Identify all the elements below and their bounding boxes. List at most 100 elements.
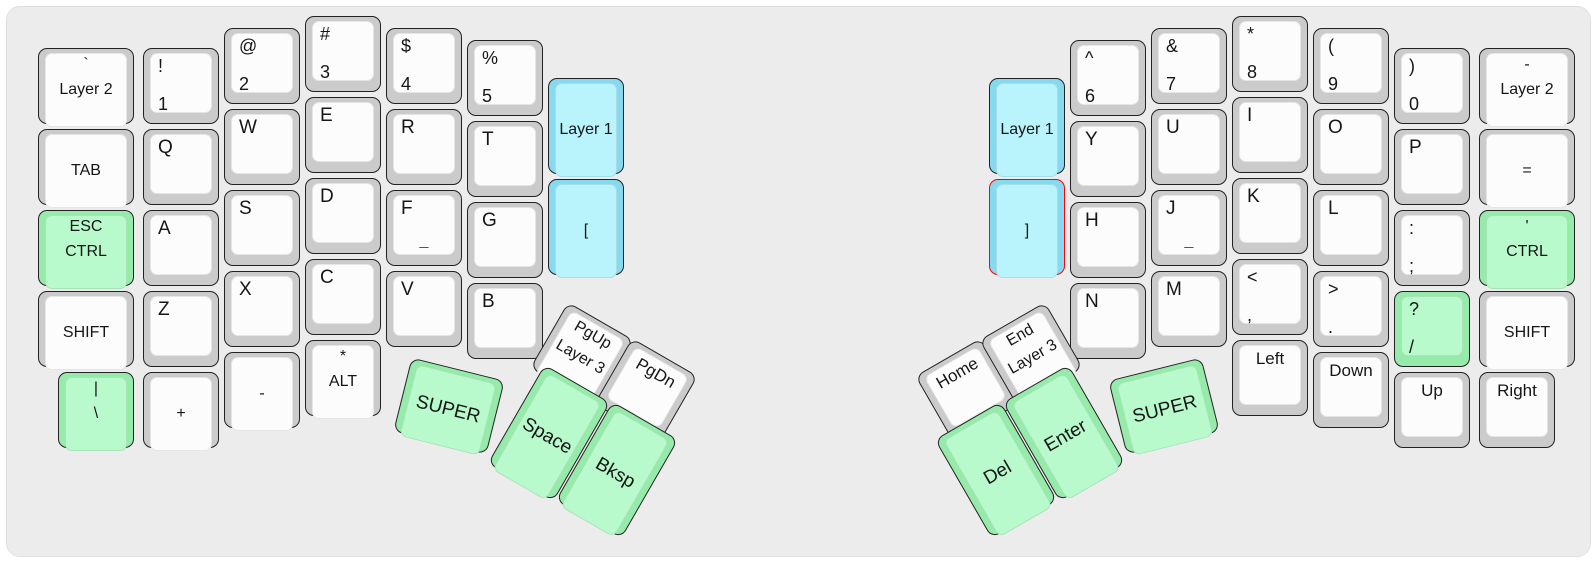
key-label: Space bbox=[518, 413, 576, 459]
key-grave-layer2[interactable]: `Layer 2 bbox=[38, 48, 134, 127]
key-n[interactable]: N bbox=[1070, 283, 1146, 359]
key-y[interactable]: Y bbox=[1070, 121, 1146, 197]
key-u[interactable]: U bbox=[1151, 109, 1227, 185]
key-tab[interactable]: TAB bbox=[38, 129, 134, 208]
key-label: TAB bbox=[71, 162, 101, 179]
key-v[interactable]: V bbox=[386, 271, 462, 347]
key-arrow-right[interactable]: Right bbox=[1479, 372, 1555, 448]
key-label: = bbox=[1522, 162, 1532, 179]
keycap-top: :; bbox=[1401, 215, 1463, 276]
key-label: 2 bbox=[239, 74, 250, 94]
key-super-left[interactable]: SUPER bbox=[393, 357, 505, 456]
key-at-2[interactable]: @2 bbox=[224, 28, 300, 104]
keycap-top: E bbox=[312, 102, 374, 162]
key-b[interactable]: B bbox=[467, 283, 543, 359]
key-label: Left bbox=[1255, 349, 1285, 368]
key-c[interactable]: C bbox=[305, 259, 381, 335]
key-label: G bbox=[482, 210, 497, 231]
key-right-bracket[interactable]: ] bbox=[989, 179, 1065, 278]
key-caret-6[interactable]: ^6 bbox=[1070, 40, 1146, 116]
keycap-top: V bbox=[393, 276, 455, 336]
key-arrow-up[interactable]: Up bbox=[1394, 372, 1470, 448]
keycap-top: #3 bbox=[312, 21, 374, 82]
key-asterisk-8[interactable]: *8 bbox=[1232, 16, 1308, 92]
key-label: Enter bbox=[1040, 415, 1091, 457]
key-g[interactable]: G bbox=[467, 202, 543, 278]
keycap-top: W bbox=[231, 114, 293, 174]
key-question-slash[interactable]: ?/ bbox=[1394, 291, 1470, 367]
key-label: SUPER bbox=[413, 391, 483, 428]
keycap-top: P bbox=[1401, 134, 1463, 194]
key-label: SHIFT bbox=[1503, 324, 1551, 341]
key-label: C bbox=[320, 267, 334, 288]
key-label: Right bbox=[1497, 381, 1537, 400]
key-less-comma[interactable]: <, bbox=[1232, 259, 1308, 335]
keycap-top: Layer 1 bbox=[996, 83, 1058, 177]
key-label: R bbox=[401, 117, 415, 138]
key-ampersand-7[interactable]: &7 bbox=[1151, 28, 1227, 104]
key-label: B bbox=[482, 291, 495, 312]
key-s[interactable]: S bbox=[224, 190, 300, 266]
key-super-right[interactable]: SUPER bbox=[1108, 357, 1220, 456]
key-minus-layer2[interactable]: -Layer 2 bbox=[1479, 48, 1575, 127]
key-label: + bbox=[176, 405, 186, 422]
key-x[interactable]: X bbox=[224, 271, 300, 347]
key-label: Home bbox=[932, 353, 982, 393]
key-label: 6 bbox=[1085, 86, 1096, 106]
key-label: O bbox=[1328, 117, 1343, 138]
keycap-top: ^6 bbox=[1077, 45, 1139, 106]
key-minus[interactable]: - bbox=[224, 352, 300, 431]
key-i[interactable]: I bbox=[1232, 97, 1308, 173]
key-m[interactable]: M bbox=[1151, 271, 1227, 347]
key-left-bracket[interactable]: [ bbox=[548, 179, 624, 278]
key-label: ^ bbox=[1085, 48, 1094, 68]
key-k[interactable]: K bbox=[1232, 178, 1308, 254]
key-label: , bbox=[1247, 305, 1253, 325]
key-r[interactable]: R bbox=[386, 109, 462, 185]
key-a[interactable]: A bbox=[143, 210, 219, 286]
key-h[interactable]: H bbox=[1070, 202, 1146, 278]
key-arrow-down[interactable]: Down bbox=[1313, 352, 1389, 428]
key-lparen-9[interactable]: (9 bbox=[1313, 28, 1389, 104]
key-colon-semicolon[interactable]: :; bbox=[1394, 210, 1470, 286]
keycap-top: Down bbox=[1320, 357, 1382, 417]
key-exclamation-1[interactable]: !1 bbox=[143, 48, 219, 124]
key-label: Bksp bbox=[591, 453, 639, 493]
key-percent-5[interactable]: %5 bbox=[467, 40, 543, 116]
keycap-top: L bbox=[1320, 195, 1382, 255]
keycap-top: Y bbox=[1077, 126, 1139, 186]
key-hash-3[interactable]: #3 bbox=[305, 16, 381, 92]
key-l[interactable]: L bbox=[1313, 190, 1389, 266]
key-j[interactable]: J_ bbox=[1151, 190, 1227, 266]
key-o[interactable]: O bbox=[1313, 109, 1389, 185]
key-asterisk-alt[interactable]: *ALT bbox=[305, 340, 381, 419]
key-e[interactable]: E bbox=[305, 97, 381, 173]
key-plus[interactable]: + bbox=[143, 372, 219, 451]
key-pipe-backslash[interactable]: |\ bbox=[58, 372, 134, 451]
key-label: - bbox=[1524, 56, 1530, 73]
key-w[interactable]: W bbox=[224, 109, 300, 185]
key-rparen-0[interactable]: )0 bbox=[1394, 48, 1470, 124]
key-z[interactable]: Z bbox=[143, 291, 219, 367]
key-dollar-4[interactable]: $4 bbox=[386, 28, 462, 104]
key-layer1-left[interactable]: Layer 1 bbox=[548, 78, 624, 177]
key-q[interactable]: Q bbox=[143, 129, 219, 205]
key-d[interactable]: D bbox=[305, 178, 381, 254]
key-t[interactable]: T bbox=[467, 121, 543, 197]
key-arrow-left[interactable]: Left bbox=[1232, 340, 1308, 416]
key-greater-period[interactable]: >. bbox=[1313, 271, 1389, 347]
keycap-top: H bbox=[1077, 207, 1139, 267]
key-shift-left[interactable]: SHIFT bbox=[38, 291, 134, 370]
key-equals[interactable]: = bbox=[1479, 129, 1575, 208]
key-f[interactable]: F_ bbox=[386, 190, 462, 266]
key-quote-ctrl[interactable]: 'CTRL bbox=[1479, 210, 1575, 289]
key-label: X bbox=[239, 279, 252, 300]
keycap-top: M bbox=[1158, 276, 1220, 336]
key-layer1-right[interactable]: Layer 1 bbox=[989, 78, 1065, 177]
key-shift-right[interactable]: SHIFT bbox=[1479, 291, 1575, 370]
keycap-top: (9 bbox=[1320, 33, 1382, 94]
keycap-top: SHIFT bbox=[45, 296, 127, 370]
key-p[interactable]: P bbox=[1394, 129, 1470, 205]
